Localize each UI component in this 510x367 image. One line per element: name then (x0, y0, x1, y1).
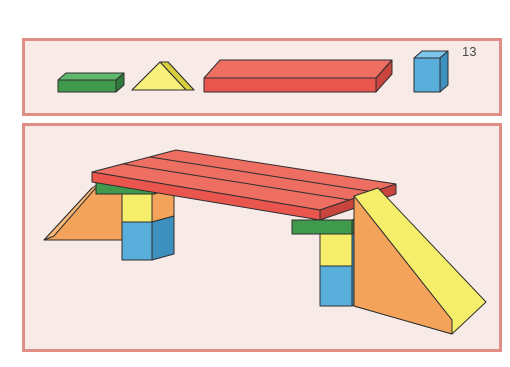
blue-cube-part (414, 51, 448, 92)
green-block-part (58, 73, 124, 92)
yellow-prism-part (132, 62, 194, 90)
right-ramp (354, 188, 486, 334)
red-plank-part (204, 60, 392, 92)
